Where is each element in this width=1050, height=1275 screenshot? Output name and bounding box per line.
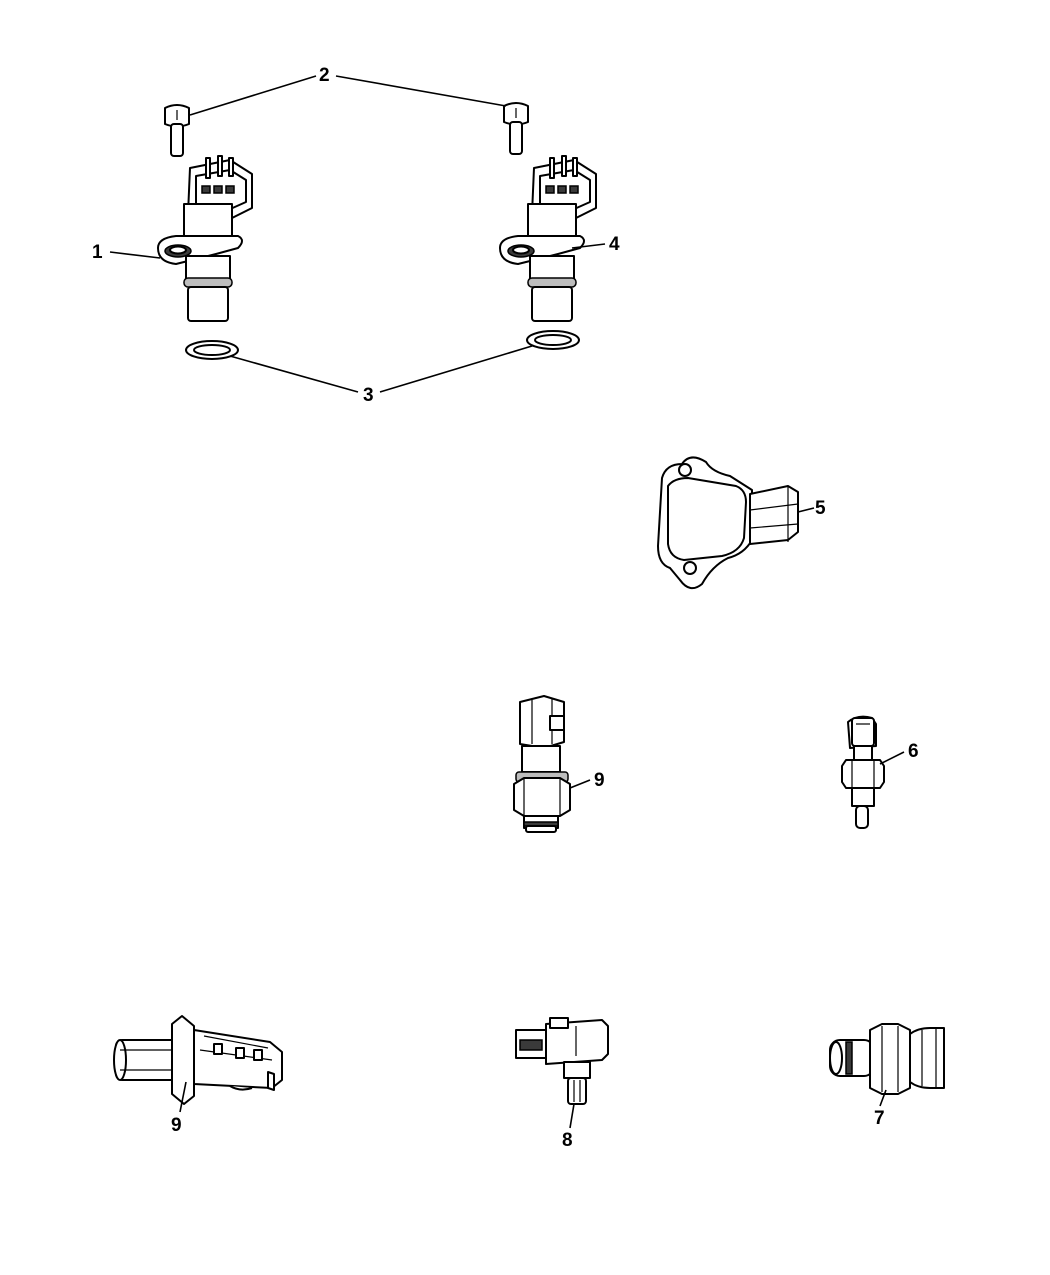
callout-4: 4 (609, 234, 620, 255)
callout-7: 7 (874, 1108, 885, 1129)
sensor-crankshaft-position[interactable] (113, 1015, 283, 1105)
bolt-left[interactable] (164, 104, 190, 157)
callout-1: 1 (92, 242, 103, 263)
callout-6: 6 (908, 741, 919, 762)
callout-8: 8 (562, 1130, 573, 1151)
callout-9-crank: 9 (171, 1115, 182, 1136)
bolt-right[interactable] (503, 102, 529, 155)
oring-right[interactable] (526, 330, 580, 350)
sensor-right-camshaft[interactable] (499, 102, 597, 322)
callout-9-coolant: 9 (594, 770, 605, 791)
sensor-left-camshaft[interactable] (157, 104, 253, 322)
sensor-throttle-position[interactable] (657, 456, 799, 590)
callout-2: 2 (319, 65, 330, 86)
oring-left[interactable] (185, 340, 239, 360)
sensor-temperature-small[interactable] (841, 715, 885, 829)
leader-lines (109, 75, 905, 1129)
sensor-oil-pressure[interactable] (829, 1023, 945, 1095)
sensor-manifold-pressure[interactable] (515, 1017, 609, 1105)
sensor-coolant-temperature[interactable] (513, 695, 571, 833)
callout-3: 3 (363, 385, 374, 406)
callout-5: 5 (815, 498, 826, 519)
